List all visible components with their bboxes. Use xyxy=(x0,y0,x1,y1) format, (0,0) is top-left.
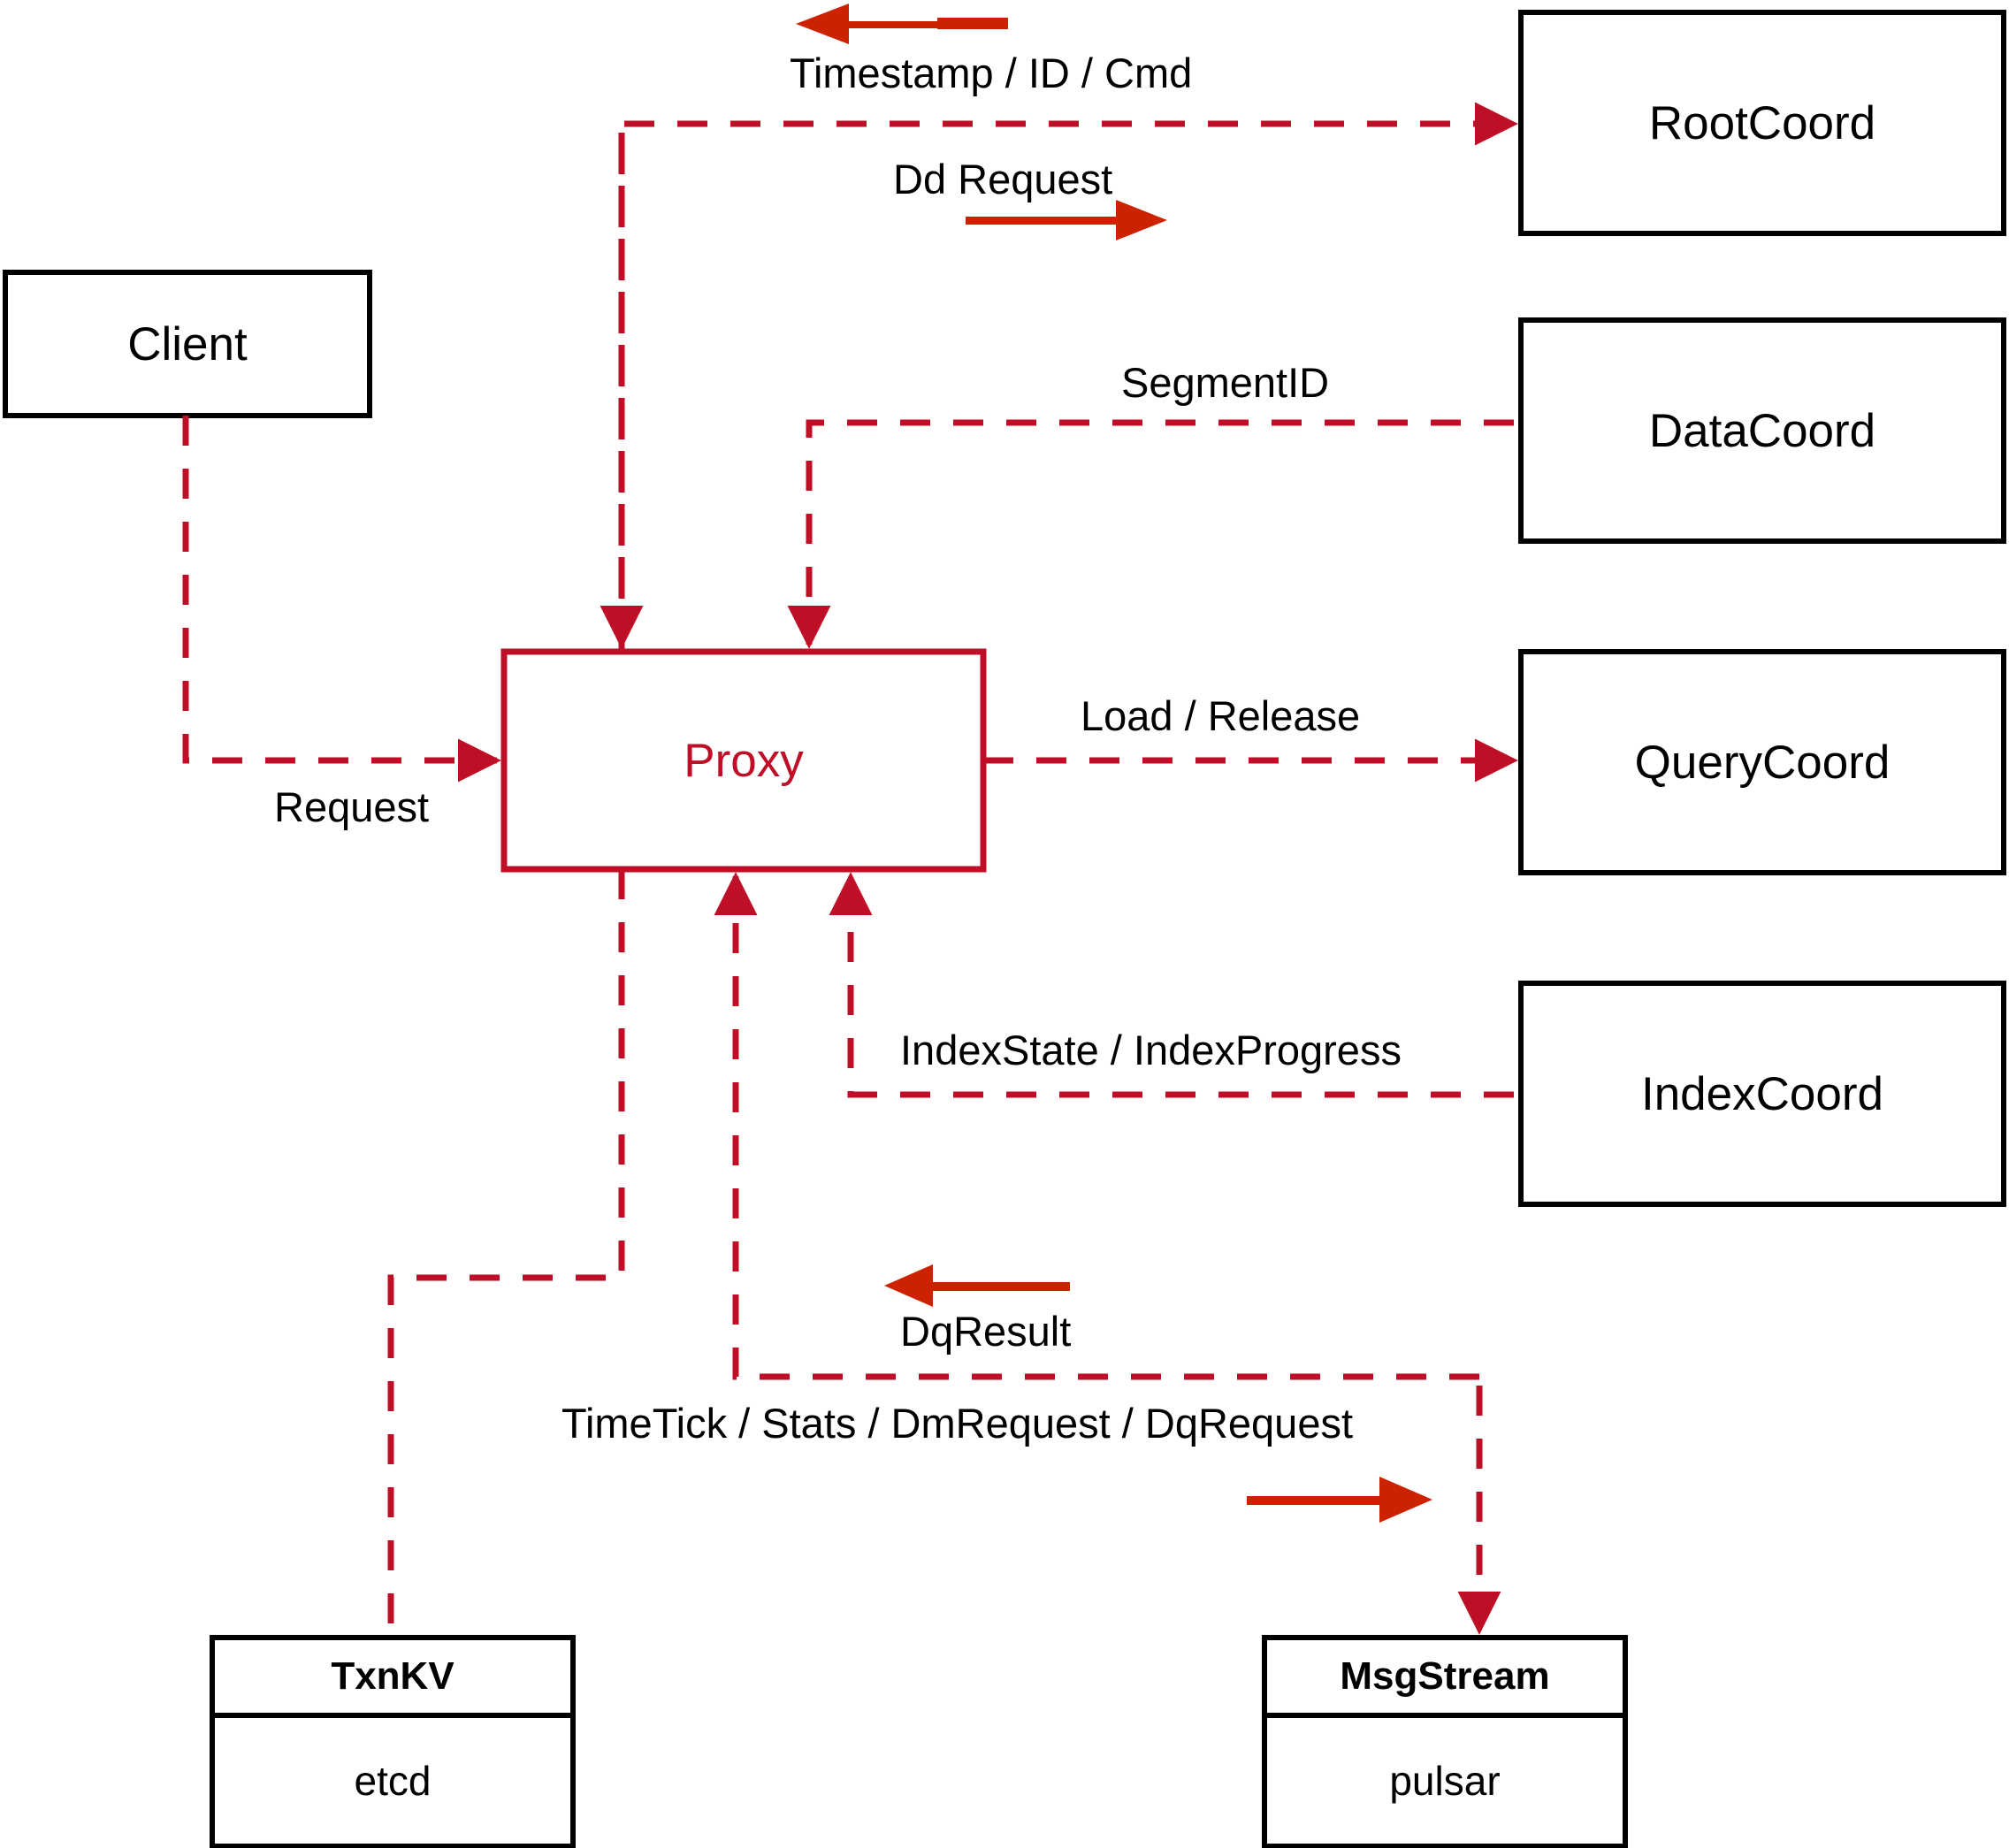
edge-txnkv-path xyxy=(387,869,625,1638)
direction-arrow-timetick xyxy=(1247,1477,1432,1523)
node-box-proxy[interactable] xyxy=(500,648,987,873)
edge-indexstate-path xyxy=(829,872,1514,1098)
edge-ddrequest-path xyxy=(618,102,1518,652)
direction-arrow-timestamp xyxy=(796,4,1008,44)
node-box-txnkv[interactable] xyxy=(210,1635,576,1848)
edge-dqresult-path xyxy=(714,872,1479,1380)
node-box-querycoord[interactable] xyxy=(1518,649,2006,875)
node-box-msgstream[interactable] xyxy=(1262,1635,1628,1848)
edge-request-path xyxy=(182,416,501,783)
direction-arrow-ddrequest xyxy=(966,200,1167,241)
direction-arrow-dqresult xyxy=(884,1264,1070,1307)
node-box-client[interactable] xyxy=(3,270,372,418)
node-box-rootcoord[interactable] xyxy=(1518,10,2006,236)
node-box-datacoord[interactable] xyxy=(1518,317,2006,544)
node-box-indexcoord[interactable] xyxy=(1518,981,2006,1207)
edge-segmentid-path xyxy=(787,419,1514,649)
